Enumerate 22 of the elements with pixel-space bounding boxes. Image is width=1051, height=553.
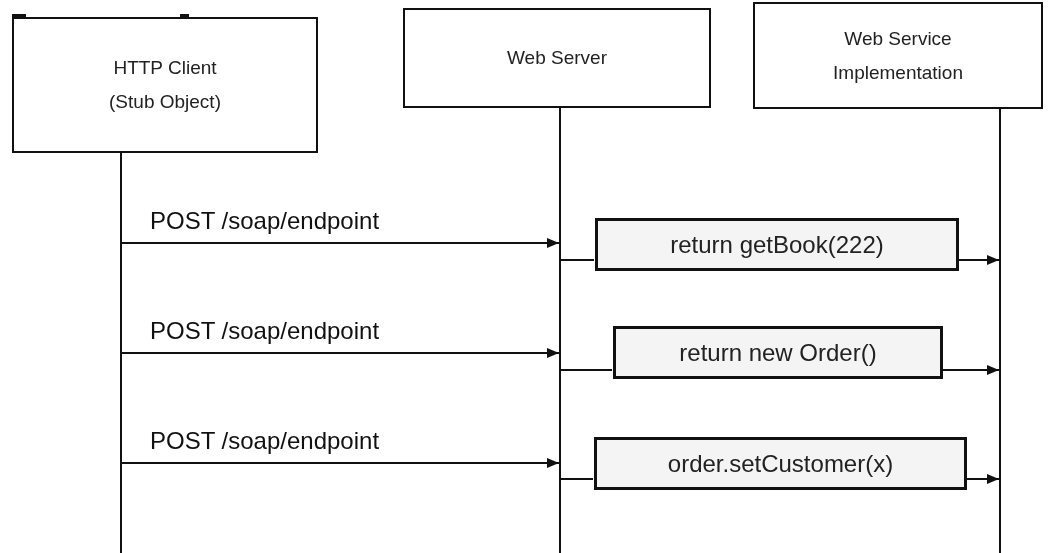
participant-name: Web Server	[507, 46, 607, 70]
message-box	[613, 326, 943, 379]
connector-line	[559, 478, 594, 480]
arrow	[120, 458, 560, 468]
participant-name: (Stub Object)	[109, 90, 221, 114]
arrow	[942, 365, 1000, 375]
message-box	[594, 437, 967, 490]
participant-name: HTTP Client	[113, 56, 217, 80]
edge-label: POST /soap/endpoint	[150, 317, 380, 345]
participant-name: Web Service Implementation	[832, 26, 964, 85]
connector-line	[559, 369, 613, 371]
arrow	[966, 474, 1000, 484]
arrow	[120, 348, 560, 358]
message-text: order.setCustomer(x)	[667, 449, 894, 478]
message-box	[595, 218, 959, 271]
edge-label: POST /soap/endpoint	[150, 427, 380, 455]
arrow	[120, 238, 560, 248]
connector-line	[559, 259, 595, 261]
message-text: return new Order()	[679, 338, 877, 367]
message-text: return getBook(222)	[670, 230, 884, 259]
arrow	[958, 255, 1000, 265]
edge-label: POST /soap/endpoint	[150, 207, 380, 235]
